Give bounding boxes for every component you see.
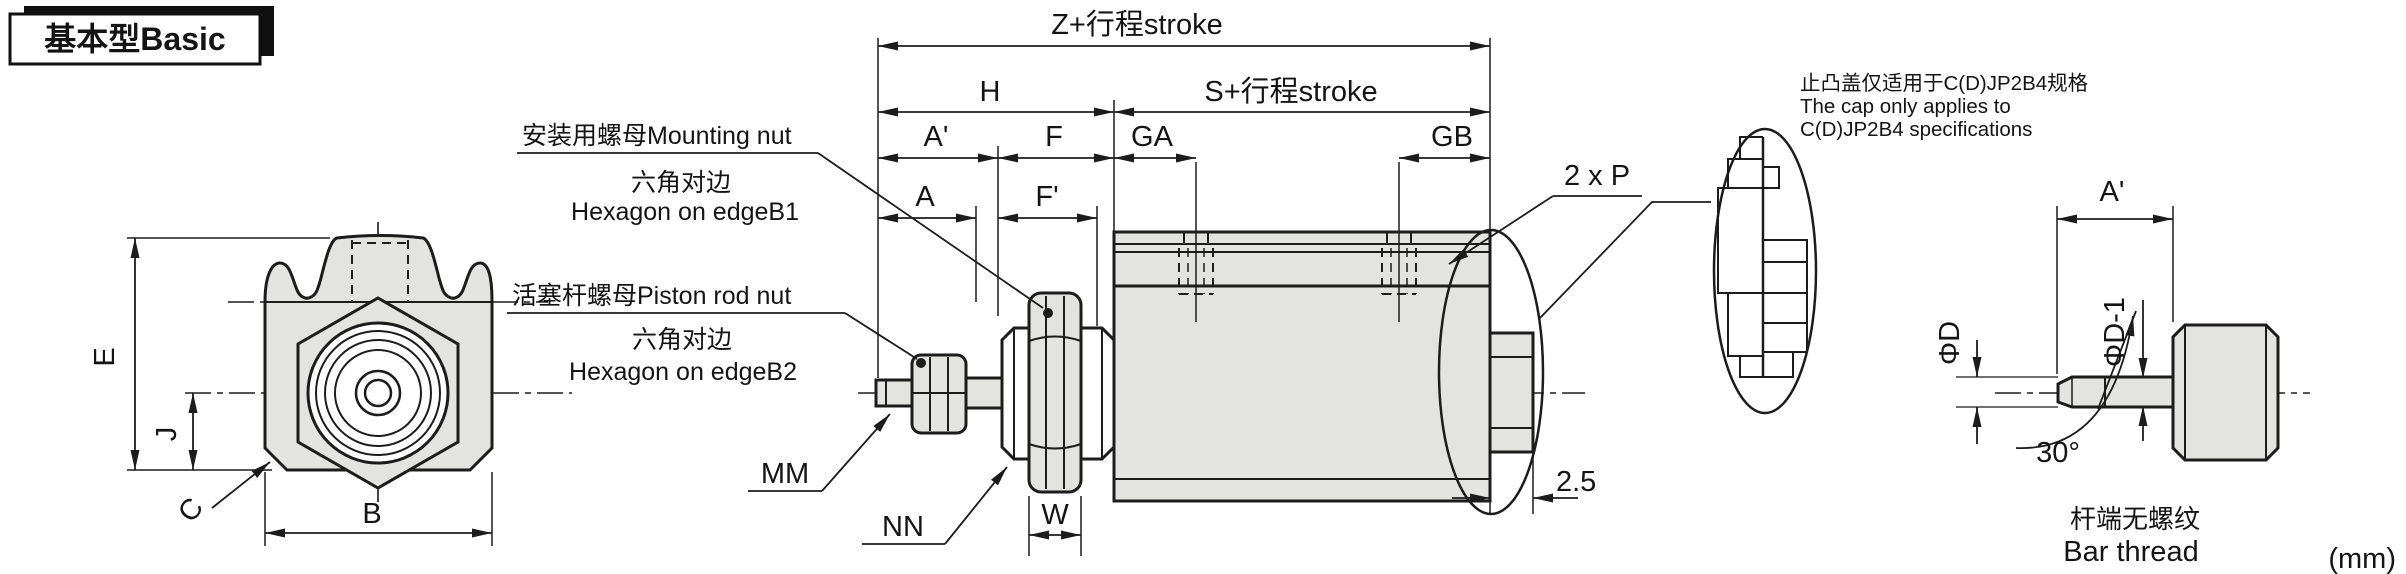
callout-2xP: 2 x P [1448,160,1642,265]
detail-caption-en: Bar thread [2063,536,2198,568]
dim-label-A-prime: A' [924,121,949,153]
callout-mounting-nut: 安装用螺母Mounting nut 六角对边 Hexagon on edgeB1 [517,122,1044,309]
dim-label-H: H [980,76,1001,108]
balloon-ellipse [1712,127,1818,415]
dim-label-F-prime: F' [1035,181,1058,213]
dimension-A: A [878,181,976,223]
unit-note: (mm) [2328,543,2396,574]
detail-label-D1: ΦD-1 [2099,297,2131,367]
dim-label-GA: GA [1131,121,1174,153]
page-title: 基本型Basic [44,21,225,57]
dim-label-GB: GB [1431,121,1473,153]
dimension-E: E [89,237,330,471]
piston-hex-cn: 六角对边 [632,326,732,354]
dimension-H: H [878,76,1114,117]
dim-label-E: E [89,347,121,366]
dim-label-2xP: 2 x P [1564,160,1630,192]
cylinder-tube [1112,284,1492,503]
detail-label-A-prime: A' [2100,176,2125,208]
dimension-W: W [1028,496,1082,556]
dimension-GB: GB [1399,121,1490,163]
tube-top-plate [1112,230,1492,288]
end-view: E J C B [89,222,572,546]
boss-circle-3 [324,339,432,447]
dimension-B: B [264,472,493,546]
detail-label-30deg: 30° [2036,437,2080,469]
mounting-hex-en: Hexagon on edgeB1 [571,198,799,226]
title-box: 基本型Basic [8,6,274,66]
rod-end-detail: A' ΦD ΦD-1 30° 杆端无螺纹 Bar thread [1934,176,2310,568]
mounting-nut [1027,291,1083,494]
dim-label-S: S+行程stroke [1204,75,1377,108]
rod-circle-inner [363,378,393,408]
dim-label-A: A [915,181,935,213]
dim-label-MM: MM [761,458,809,490]
cap-note: 止凸盖仅适用于C(D)JP2B4规格 The cap only applies … [1800,72,2089,141]
detail-body-block [2171,323,2280,462]
cap-note-line2: The cap only applies to [1800,95,2011,118]
detail-angle-30: 30° [2015,315,2135,469]
main-view [858,162,1585,516]
dim-label-NN: NN [882,511,924,543]
dim-label-F: F [1045,121,1063,153]
dimension-Z: Z+行程stroke [878,8,1490,51]
callout-piston-rod-nut: 活塞杆螺母Piston rod nut 六角对边 Hexagon on edge… [507,282,918,386]
title-box-frame [8,12,262,66]
callout-dot-mounting-nut [1043,308,1053,318]
callout-MM: MM [748,413,891,492]
dim-label-C: C [172,492,210,529]
detail-dimension-D: ΦD [1934,321,2058,444]
dimension-F: F [998,121,1114,163]
dim-label-W: W [1041,499,1069,531]
callout-dot-piston-nut [916,358,926,368]
piston-rod [964,376,1004,410]
balloon-leader [1539,201,1711,319]
dim-label-Z: Z+行程stroke [1051,8,1223,41]
mounting-nut-label: 安装用螺母Mounting nut [522,122,792,150]
mounting-hex-cn: 六角对边 [631,169,731,197]
dimension-A-prime: A' [878,121,998,163]
dimension-S: S+行程stroke [1114,75,1490,117]
detail-dimension-A-prime: A' [2056,176,2174,374]
dimensions-top: Z+行程stroke H S+行程stroke A' F GA GB A [877,8,1491,378]
piston-nut-label: 活塞杆螺母Piston rod nut [512,282,791,310]
detail-caption-cn: 杆端无螺纹 [2070,504,2200,534]
dimension-cap-2_5: 2.5 [1452,456,1596,514]
cap-note-line3: C(D)JP2B4 specifications [1800,118,2032,141]
piston-rod-nut [910,353,968,435]
piston-hex-en: Hexagon on edgeB2 [569,358,797,386]
piston-rod-tip [874,378,914,408]
callout-C: C [172,461,271,529]
rod-circle [354,369,402,417]
detail-indicator-ellipse [1437,228,1545,516]
dimension-F-prime: F' [998,181,1097,223]
boss-circle-2 [315,330,441,456]
dim-label-J: J [151,427,183,442]
dim-label-B: B [362,498,381,530]
port-1 [1178,162,1214,322]
detail-label-D: ΦD [1934,321,1966,365]
port-2 [1381,162,1417,322]
dimension-J: J [151,393,198,470]
dim-label-2_5: 2.5 [1556,466,1596,498]
detail-balloon [1539,127,1818,415]
callout-NN: NN [862,466,1008,545]
dimension-GA: GA [1114,121,1196,163]
cap-note-line1: 止凸盖仅适用于C(D)JP2B4规格 [1800,72,2089,95]
end-cap [1488,331,1535,454]
boss-circle-4 [334,349,422,437]
